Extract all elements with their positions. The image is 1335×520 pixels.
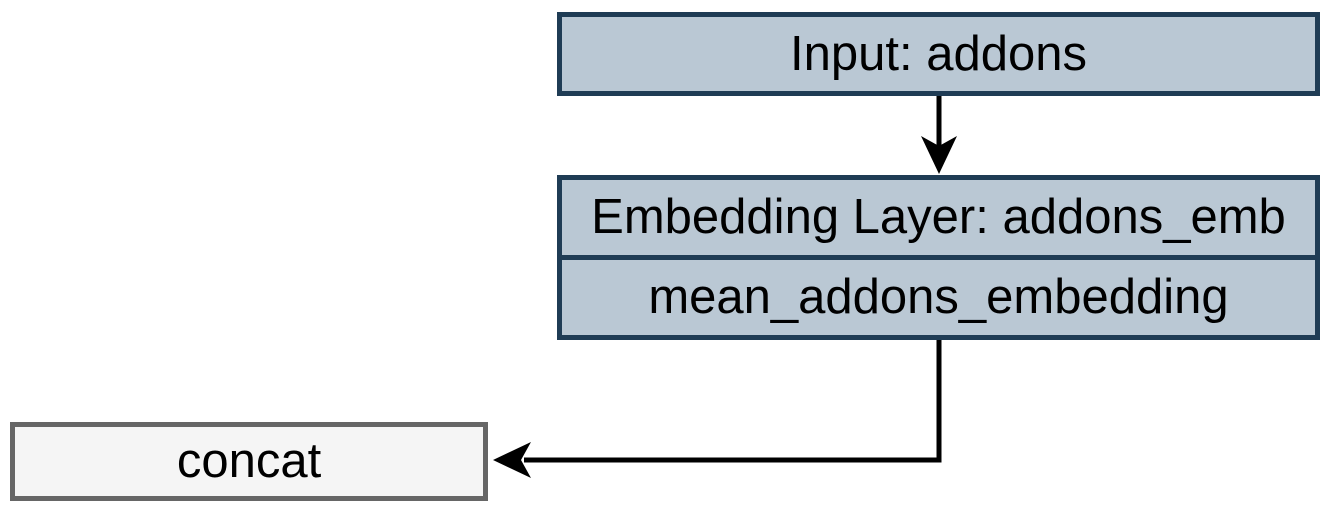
- node-embedding-layer: Embedding Layer: addons_emb mean_addons_…: [557, 175, 1320, 340]
- edge-embedding-to-concat: [524, 340, 942, 463]
- embedding-subtitle-row: mean_addons_embedding: [562, 260, 1315, 335]
- node-concat: concat: [10, 422, 488, 501]
- arrowhead-left-icon: [493, 442, 531, 478]
- arrowhead-down-icon: [921, 136, 957, 174]
- concat-label: concat: [176, 434, 322, 488]
- node-input-addons: Input: addons: [557, 12, 1320, 96]
- embedding-subtitle-label: mean_addons_embedding: [648, 270, 1229, 324]
- embedding-title-label: Embedding Layer: addons_emb: [591, 190, 1286, 244]
- embedding-title-row: Embedding Layer: addons_emb: [562, 180, 1315, 260]
- node-input-label: Input: addons: [790, 26, 1087, 81]
